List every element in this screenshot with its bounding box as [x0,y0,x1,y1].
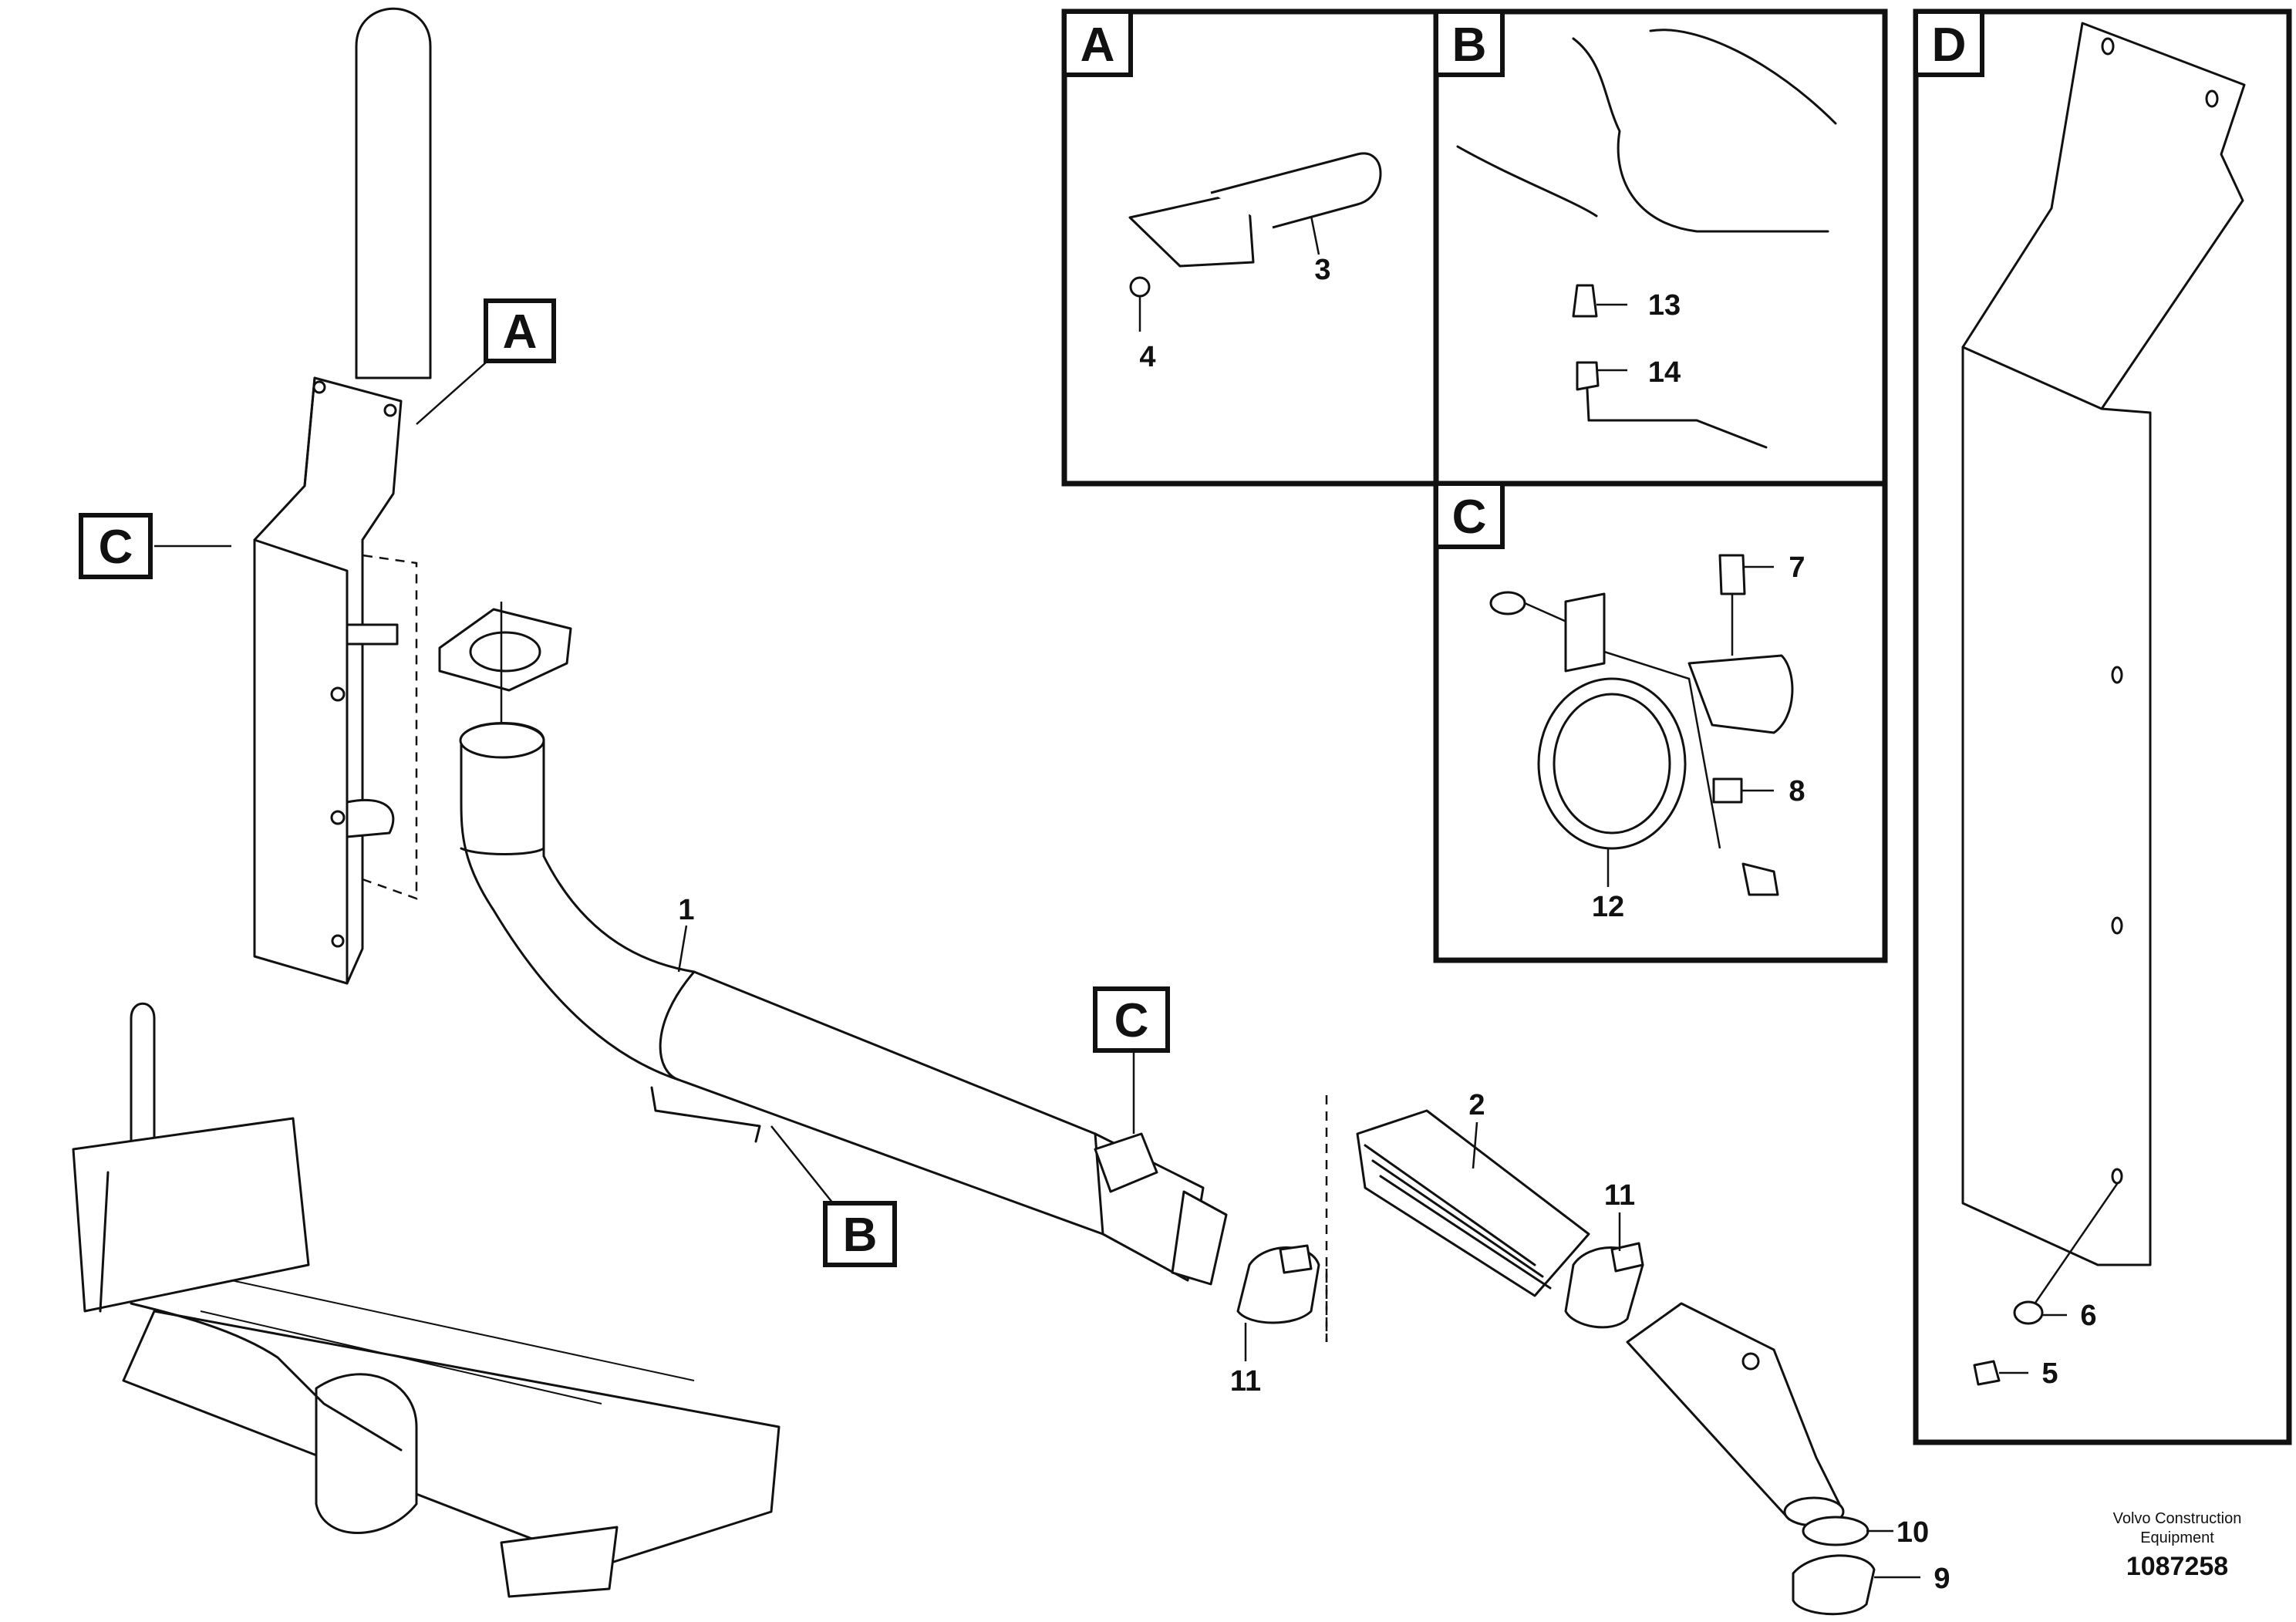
callout-b-label: B [843,1209,878,1262]
part-5-label: 5 [2041,1357,2058,1390]
outlet-elbow [1564,1242,1876,1616]
detail-panel-d: D 6 5 [1913,8,2292,1445]
callout-c-left[interactable]: C [79,513,231,579]
exhaust-stack [253,7,432,985]
detail-panel-c: C 7 8 12 [1433,481,1888,963]
part-9-label: 9 [1934,1563,1950,1595]
part-2-label: 2 [1468,1089,1485,1121]
callout-c-left-label: C [99,521,133,574]
panel-c-label: C [1452,491,1487,544]
part-8-label: 8 [1789,775,1805,808]
machine-overview [72,1002,781,1598]
manufacturer-line-2: Equipment [2140,1529,2214,1546]
detail-panel-b: B 13 14 [1433,8,1888,487]
part-4-label: 4 [1139,341,1155,373]
part-3-label: 3 [1314,254,1330,286]
part-7-label: 7 [1789,551,1805,584]
reference-number: 1087258 [2126,1552,2228,1581]
callout-a-label: A [503,305,538,359]
callout-c-pipe[interactable]: C [1093,986,1170,1134]
panel-b-label: B [1452,19,1487,72]
panel-a-label: A [1081,19,1115,72]
detail-panel-a: A 3 4 [1061,8,1439,487]
part-10-label: 10 [1896,1516,1929,1549]
part-12-label: 12 [1592,891,1624,923]
panel-d-label: D [1932,19,1967,72]
part-11-left-label: 11 [1230,1365,1261,1398]
manufacturer-line-1: Volvo Construction [2113,1510,2242,1527]
part-13-label: 13 [1648,289,1681,322]
flex-hose [1325,1095,1590,1342]
callout-a[interactable]: A [416,298,556,425]
part-6-label: 6 [2080,1300,2096,1332]
callout-c-pipe-label: C [1114,994,1149,1047]
exhaust-pipe [438,602,1228,1286]
callout-b[interactable]: B [770,1125,897,1267]
part-14-label: 14 [1648,356,1681,389]
part-1-label: 1 [678,894,694,926]
part-11-right-label: 11 [1604,1179,1635,1212]
clamp-11-left [1236,1244,1328,1342]
